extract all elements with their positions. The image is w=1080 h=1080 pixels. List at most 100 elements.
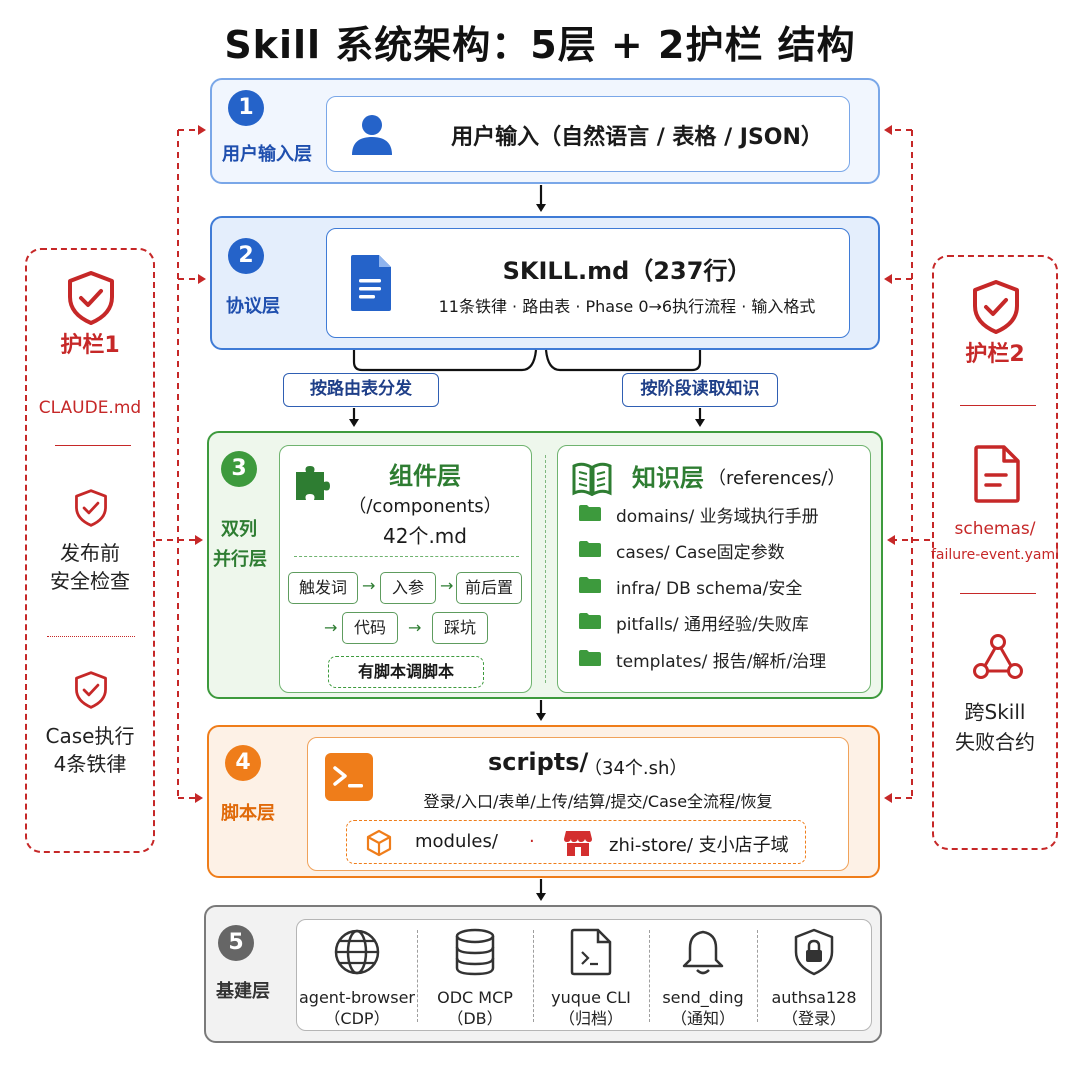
cube-icon	[365, 829, 393, 861]
split-bracket	[544, 349, 702, 372]
reference-row: infra/ DB schema/安全	[578, 576, 802, 602]
scripts-subtitle: 登录/入口/表单/上传/结算/提交/Case全流程/恢复	[423, 792, 773, 811]
flow-step-trigger: 触发词	[288, 572, 358, 604]
infra-sub: （登录）	[781, 1009, 846, 1028]
document-icon	[533, 928, 649, 981]
infra-divider	[533, 930, 534, 1022]
lock-shield-icon	[757, 928, 871, 981]
infra-name: yuque CLI	[551, 988, 631, 1007]
reference-row: domains/ 业务域执行手册	[578, 504, 819, 530]
layer-name: 协议层	[226, 296, 280, 317]
separator-dot: ·	[529, 831, 535, 852]
guardrail-1: 护栏1 CLAUDE.md 发布前 安全检查 Case执行 4条铁律	[25, 248, 155, 853]
infra-name: ODC MCP	[437, 988, 513, 1007]
layer-name-line2: 并行层	[213, 549, 267, 570]
flow-arrow: →	[440, 576, 454, 595]
folder-icon	[578, 649, 602, 675]
schemas-path-line1: schemas/	[954, 519, 1036, 539]
reference-label: cases/ Case固定参数	[616, 543, 785, 563]
failure-contract-line1: 跨Skill	[964, 700, 1026, 724]
guardrail-divider	[960, 405, 1036, 406]
reference-label: pitfalls/ 通用经验/失败库	[616, 615, 809, 635]
reference-label: domains/ 业务域执行手册	[616, 507, 819, 527]
layer-scripts: 4 脚本层 scripts/ （34个.sh） 登录/入口/表单/上传/结算/提…	[207, 725, 880, 878]
guardrail-title: 护栏2	[965, 342, 1025, 367]
guardrail-divider	[55, 445, 131, 446]
case-rules-line2: 4条铁律	[53, 752, 127, 776]
layer-infrastructure: 5 基建层 agent-browser （CDP） O	[204, 905, 882, 1043]
knowledge-card: 知识层 （references/） domains/ 业务域执行手册 cases…	[557, 445, 871, 693]
database-icon	[417, 928, 533, 981]
guardrail-file: CLAUDE.md	[38, 398, 142, 418]
shield-check-icon	[73, 670, 109, 714]
modules-label: modules/	[415, 831, 498, 852]
layer-name: 基建层	[216, 981, 270, 1002]
modules-box: modules/ · zhi-store/ 支小店子域	[346, 820, 806, 864]
infra-name: authsa128	[771, 988, 857, 1007]
puzzle-icon	[292, 462, 332, 506]
book-icon	[572, 462, 612, 500]
infra-sub: （归档）	[558, 1009, 623, 1028]
user-input-text: 用户输入（自然语言 / 表格 / JSON）	[451, 125, 823, 150]
flow-step-code: 代码	[342, 612, 398, 644]
flow-arrow: →	[408, 618, 422, 637]
layer-name: 脚本层	[221, 803, 275, 824]
reference-row: templates/ 报告/解析/治理	[578, 649, 826, 675]
failure-contract-line2: 失败合约	[955, 730, 1035, 754]
scripts-card: scripts/ （34个.sh） 登录/入口/表单/上传/结算/提交/Case…	[307, 737, 849, 871]
column-divider	[545, 455, 546, 683]
route-dispatch-label: 按路由表分发	[283, 373, 439, 407]
guardrail-divider	[960, 593, 1036, 594]
infra-sub: （通知）	[670, 1009, 735, 1028]
layer-number-badge: 1	[228, 90, 264, 126]
infra-agent-browser: agent-browser （CDP）	[297, 920, 417, 1030]
layer-number-badge: 2	[228, 238, 264, 274]
schemas-path-line2: failure-event.yaml	[931, 547, 1059, 563]
script-call-note: 有脚本调脚本	[328, 656, 484, 688]
components-title: 组件层	[389, 462, 461, 490]
reference-label: infra/ DB schema/安全	[616, 579, 803, 599]
layer-number-badge: 5	[218, 925, 254, 961]
user-input-card: 用户输入（自然语言 / 表格 / JSON）	[326, 96, 850, 172]
pre-release-check-line2: 安全检查	[50, 569, 130, 593]
flow-step-pre-post: 前后置	[456, 572, 522, 604]
reference-row: cases/ Case固定参数	[578, 540, 785, 566]
folder-icon	[578, 612, 602, 638]
split-bracket	[352, 349, 538, 372]
folder-icon	[578, 540, 602, 566]
infra-authsa128: authsa128 （登录）	[757, 920, 871, 1030]
layer-number-badge: 4	[225, 745, 261, 781]
guardrail-title: 护栏1	[60, 333, 120, 358]
layer-name: 用户输入层	[222, 144, 312, 165]
terminal-icon	[324, 752, 374, 806]
skill-md-title: SKILL.md（237行）	[502, 257, 752, 285]
shield-check-icon	[73, 488, 109, 532]
infra-name: agent-browser	[298, 988, 415, 1007]
infra-divider	[757, 930, 758, 1022]
store-icon	[563, 829, 593, 861]
flow-arrow: →	[324, 618, 338, 637]
layer-dual-parallel: 3 双列 并行层 组件层 （/components） 42个.md 触发词 → …	[207, 431, 883, 699]
guardrail-divider	[47, 636, 135, 637]
guardrail-2: 护栏2 schemas/ failure-event.yaml 跨Skill 失…	[931, 255, 1059, 850]
folder-icon	[578, 504, 602, 530]
layer-protocol: 2 协议层 SKILL.md（237行） 11条铁律 · 路由表 · Phase…	[210, 216, 880, 350]
bell-icon	[649, 928, 757, 981]
infrastructure-card: agent-browser （CDP） ODC MCP （DB）	[296, 919, 872, 1031]
skill-md-subtitle: 11条铁律 · 路由表 · Phase 0→6执行流程 · 输入格式	[438, 297, 816, 316]
store-label: zhi-store/ 支小店子域	[609, 835, 789, 856]
case-rules-line1: Case执行	[45, 724, 135, 748]
globe-icon	[297, 928, 417, 981]
infra-sub: （DB）	[447, 1009, 503, 1028]
knowledge-title: 知识层	[632, 464, 704, 492]
infra-yuque-cli: yuque CLI （归档）	[533, 920, 649, 1030]
layer-name-line1: 双列	[221, 519, 257, 540]
scripts-title: scripts/	[488, 748, 589, 776]
shield-check-icon	[65, 270, 117, 330]
flow-step-pitfalls: 踩坑	[432, 612, 488, 644]
infra-divider	[417, 930, 418, 1022]
components-count: 42个.md	[383, 524, 467, 548]
components-path: （/components）	[348, 496, 502, 517]
flow-step-input: 入参	[380, 572, 436, 604]
